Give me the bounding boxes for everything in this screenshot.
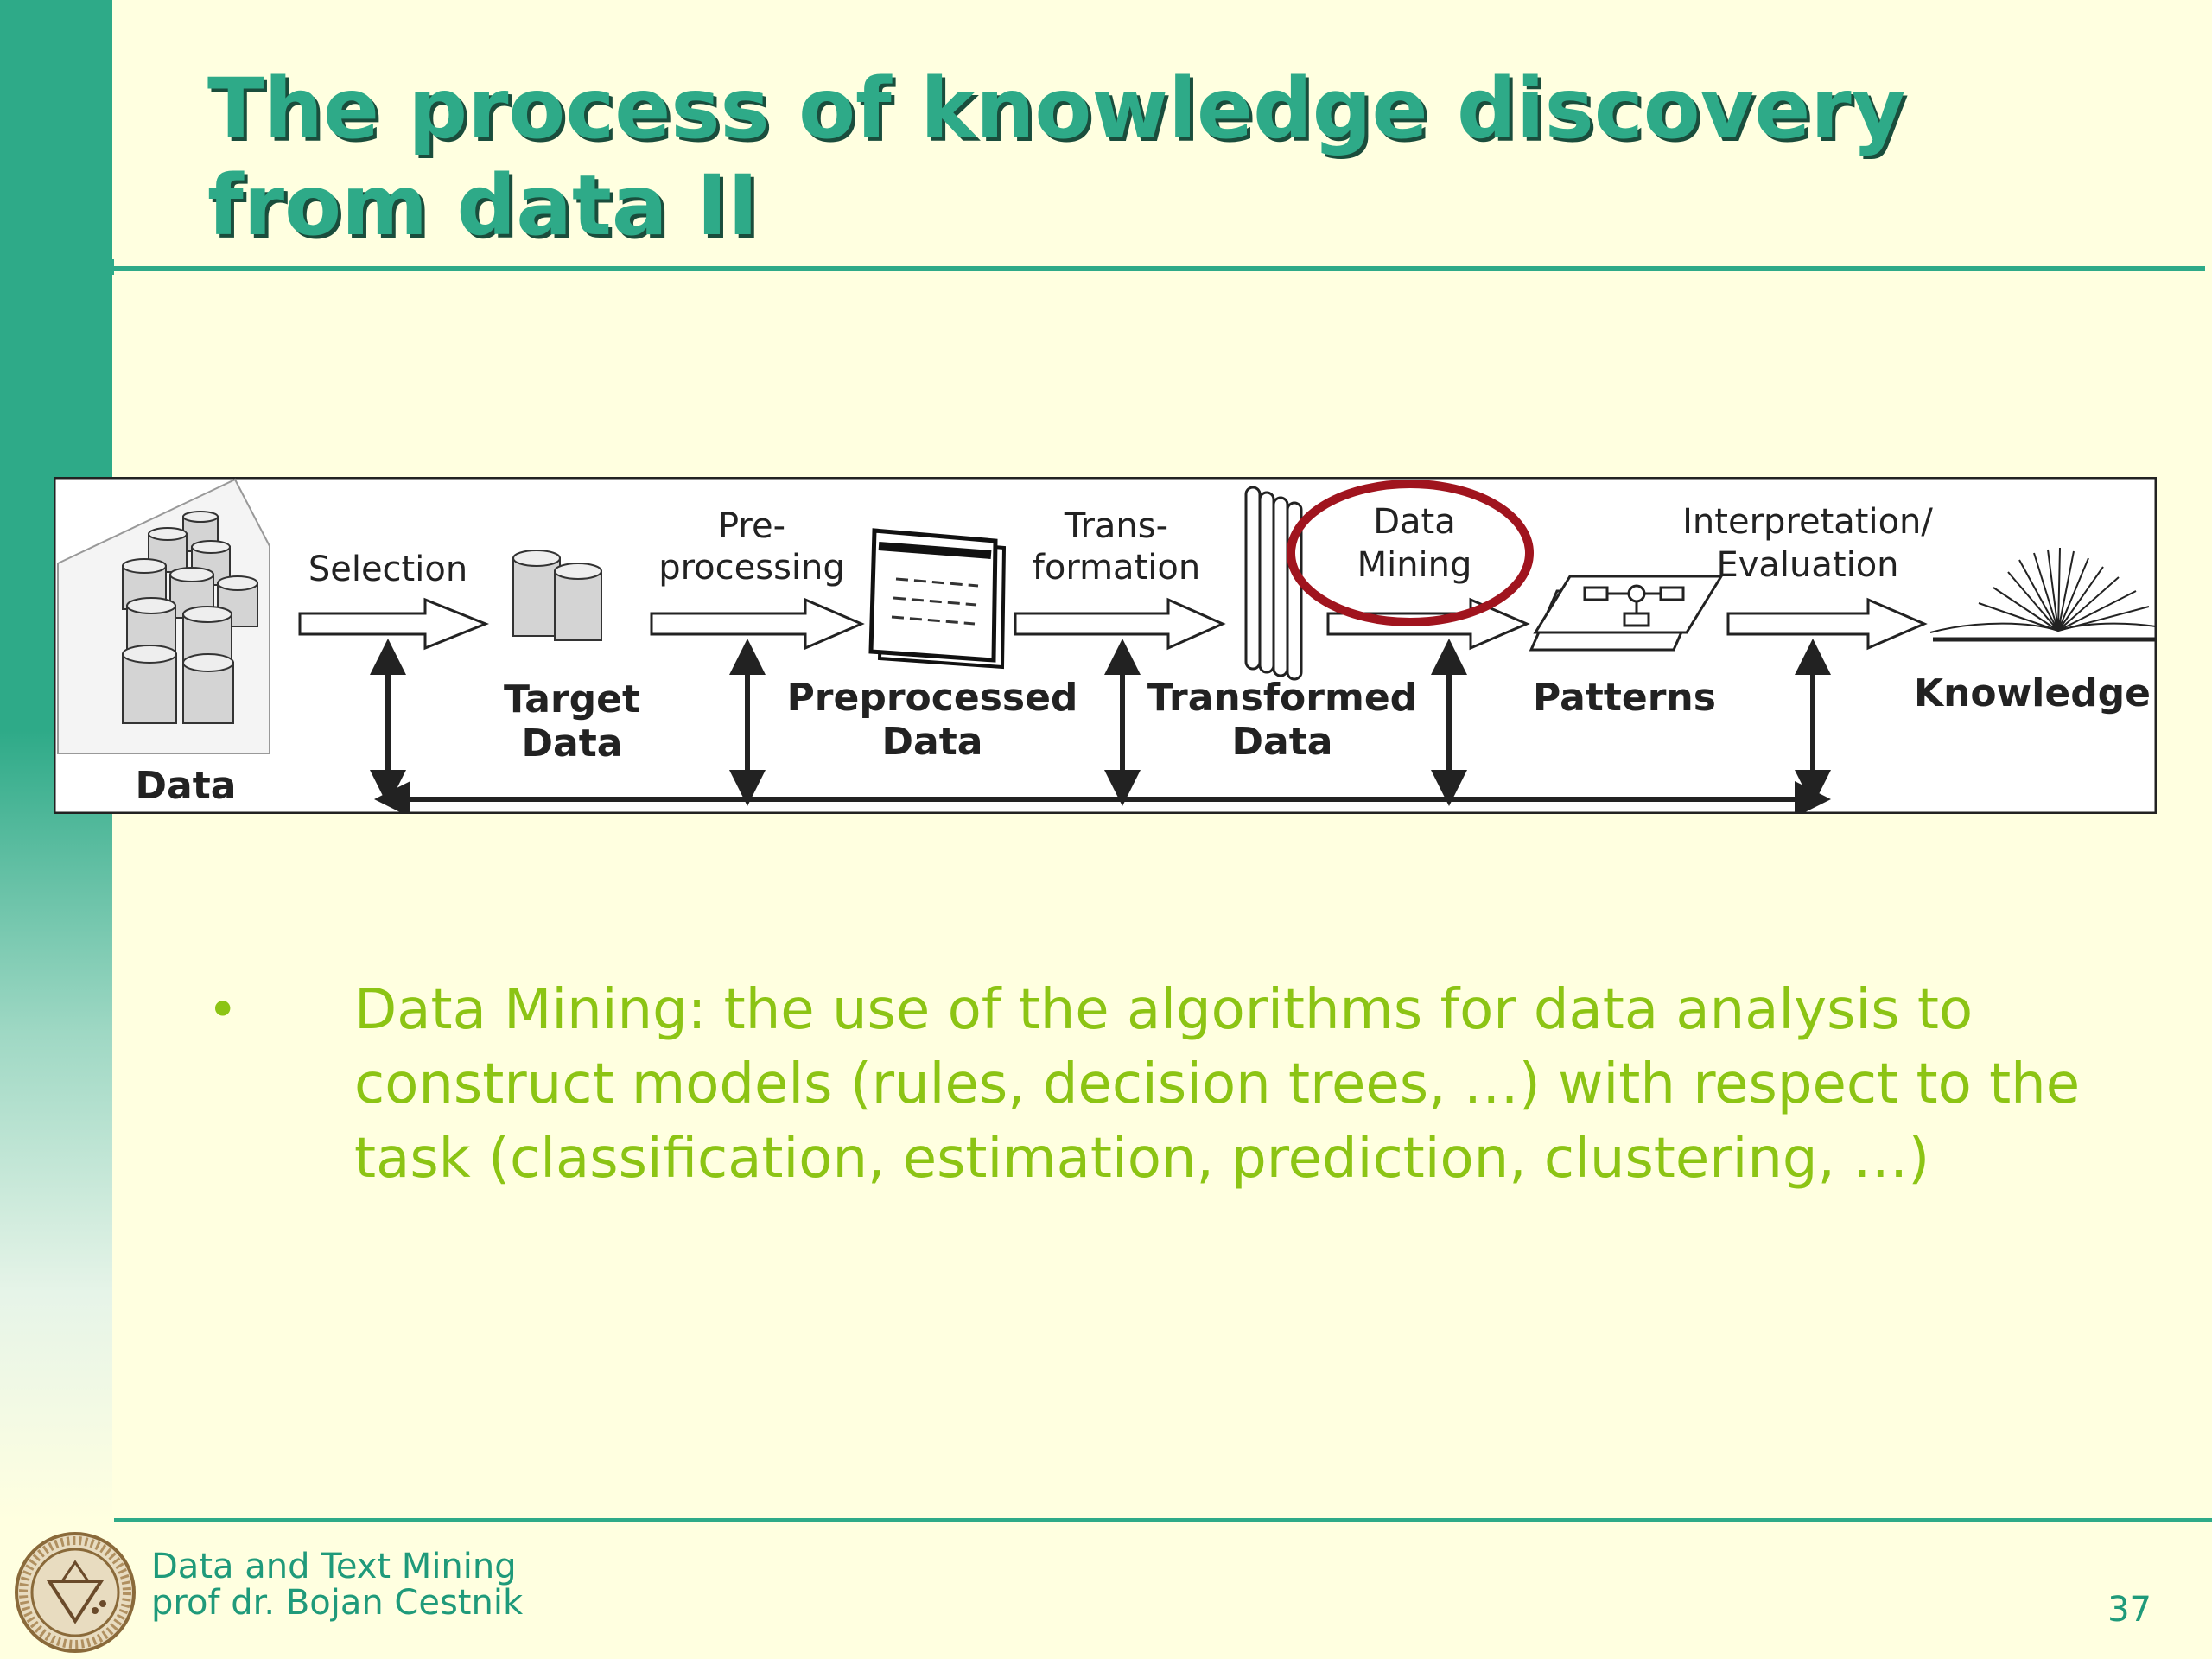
database-cluster-icon	[57, 478, 270, 754]
stage-label-preprocessed-data: Data	[882, 720, 983, 764]
title-divider	[9, 266, 2205, 271]
book-icon	[1929, 547, 2157, 642]
stage-label-transformed: Transformed	[1147, 676, 1417, 720]
bullet-dot-icon: •	[207, 980, 238, 1040]
step-label-evaluation: Evaluation	[1716, 545, 1898, 585]
columns-icon	[1244, 486, 1303, 681]
step-label-trans: Trans-	[1064, 506, 1168, 546]
stage-label-patterns: Patterns	[1533, 676, 1716, 720]
flowchart-icon	[1529, 575, 1724, 652]
footer-divider	[114, 1518, 2212, 1522]
footer-caption: Data and Text Mining prof dr. Bojan Cest…	[151, 1548, 523, 1621]
feedback-arrows	[370, 639, 1831, 814]
page-number: 37	[2107, 1590, 2152, 1630]
kdd-process-diagram: Selection Pre- processing Trans- formati…	[54, 477, 2157, 814]
arrow-selection	[298, 597, 490, 651]
stage-label-transformed-data: Data	[1232, 720, 1333, 764]
stage-label-preprocessed: Preprocessed	[787, 676, 1078, 720]
step-label-formation: formation	[1033, 548, 1200, 588]
footer-author: prof dr. Bojan Cestnik	[151, 1583, 524, 1623]
step-label-mining: Mining	[1357, 545, 1472, 585]
documents-icon	[868, 528, 1007, 670]
bullet-text: Data Mining: the use of the algorithms f…	[354, 978, 2081, 1191]
step-label-data: Data	[1373, 502, 1456, 542]
footer-course-title: Data and Text Mining	[151, 1547, 517, 1586]
arrow-transformation	[1014, 597, 1226, 651]
arrow-interpretation	[1726, 597, 1928, 651]
step-label-pre: Pre-	[718, 506, 785, 546]
step-label-selection: Selection	[308, 550, 467, 589]
step-label-processing: processing	[658, 548, 845, 588]
stage-label-target: Target	[504, 677, 640, 721]
bullet-item: • Data Mining: the use of the algorithms…	[207, 973, 2143, 1196]
database-pair-icon	[512, 550, 602, 641]
step-label-interpretation: Interpretation/	[1682, 502, 1933, 542]
stage-label-data: Data	[136, 764, 237, 808]
university-seal-icon	[15, 1532, 136, 1653]
stage-label-target-data: Data	[522, 721, 623, 766]
highlight-circle	[1287, 480, 1534, 626]
slide-title: The process of knowledge discovery from …	[207, 60, 1906, 254]
arrow-preprocessing	[650, 597, 865, 651]
stage-label-knowledge: Knowledge	[1914, 671, 2151, 715]
